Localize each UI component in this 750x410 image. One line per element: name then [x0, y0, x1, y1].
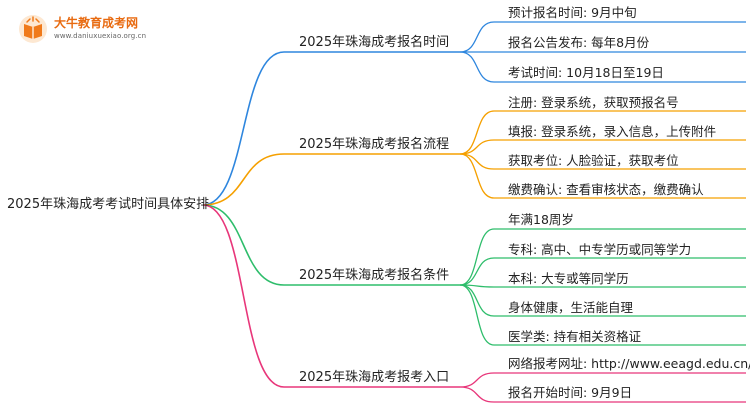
leaf-item: 考试时间: 10月18日至19日 — [508, 65, 664, 80]
leaf-item: 年满18周岁 — [508, 212, 574, 227]
leaf-connector — [459, 257, 495, 286]
leaf-item: 本科: 大专或等同学历 — [508, 271, 629, 286]
branch-connector — [202, 204, 285, 388]
branch-registration-entry: 2025年珠海成考报考入口 — [299, 370, 450, 385]
leaf-connector — [459, 51, 495, 83]
logo-url: www.daniuxuexiao.org.cn — [54, 32, 147, 40]
root-topic: 2025年珠海成考考试时间具体安排 — [7, 197, 210, 212]
leaf-item: 填报: 登录系统，录入信息，上传附件 — [508, 124, 717, 139]
leaf-item: 医学类: 持有相关资格证 — [508, 329, 642, 344]
leaf-item: 缴费确认: 查看审核状态，缴费确认 — [508, 182, 704, 197]
leaf-item: 预计报名时间: 9月中旬 — [508, 5, 637, 20]
book-icon — [19, 15, 47, 43]
branch-registration-conditions: 2025年珠海成考报名条件 — [299, 268, 450, 283]
branch-connector — [202, 153, 285, 206]
leaf-item: 报名开始时间: 9月9日 — [508, 385, 633, 400]
leaf-connector — [459, 21, 495, 53]
branch-registration-time: 2025年珠海成考报名时间 — [299, 35, 450, 50]
leaf-item: 专科: 高中、中专学历或同等学力 — [508, 242, 692, 257]
site-logo: 大牛教育成考网 www.daniuxuexiao.org.cn — [14, 10, 164, 48]
leaf-connector — [459, 110, 495, 155]
leaf-connector — [459, 372, 495, 388]
leaf-connector — [459, 284, 495, 346]
leaf-connector — [459, 139, 495, 155]
leaf-item: 网络报考网址: http://www.eeagd.edu.cn/cr — [508, 356, 750, 371]
branch-connector — [202, 204, 285, 286]
leaf-item: 获取考位: 人脸验证，获取考位 — [508, 153, 679, 168]
leaf-connector — [459, 386, 495, 403]
leaf-connector — [459, 153, 495, 170]
branch-connector — [202, 51, 285, 206]
leaf-connector — [459, 153, 495, 199]
branch-registration-process: 2025年珠海成考报名流程 — [299, 137, 450, 152]
leaf-connector — [459, 284, 495, 317]
leaf-item: 报名公告发布: 每年8月份 — [508, 35, 650, 50]
leaf-item: 身体健康，生活能自理 — [508, 300, 634, 315]
logo-name: 大牛教育成考网 — [54, 16, 139, 30]
leaf-item: 注册: 登录系统，获取预报名号 — [508, 95, 679, 110]
leaf-connector — [459, 228, 495, 286]
